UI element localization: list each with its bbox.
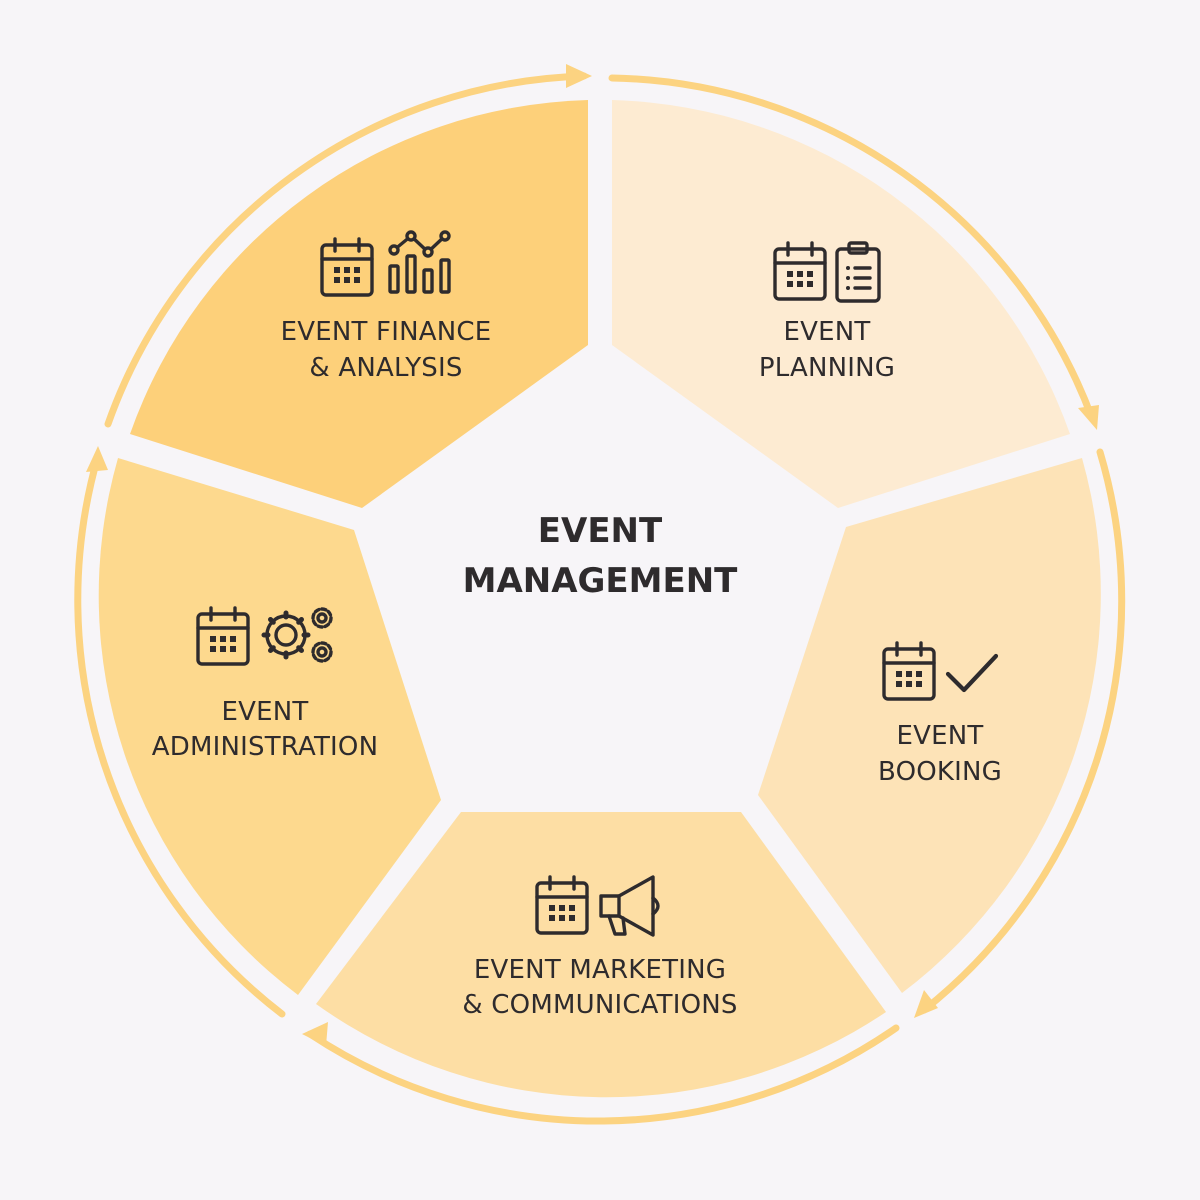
finance-label-line-1: EVENT FINANCE [281,317,492,347]
cycle-arrowhead-3 [302,1022,328,1046]
cycle-arc-3 [306,1024,900,1125]
booking-label-line-2: BOOKING [878,757,1002,787]
cycle-arrowhead-2 [914,990,938,1018]
marketing-label-line-2: & COMMUNICATIONS [462,990,737,1020]
segment-event-planning[interactable] [612,100,1070,508]
segment-event-administration[interactable] [98,458,442,995]
cycle-arrowhead-4 [86,446,108,472]
segment-event-finance-analysis[interactable] [130,100,588,508]
administration-label-line-1: EVENT [222,697,309,727]
cycle-arrowhead-5 [566,64,592,88]
finance-label-line-2: & ANALYSIS [309,353,462,383]
center-title-line-1: EVENT [538,511,663,551]
cycle-arc-1 [608,74,1096,422]
cycle-arc-5 [104,72,588,428]
cycle-arc-4 [74,452,286,1018]
segment-event-marketing-communications[interactable] [316,812,886,1098]
segments [98,100,1101,1098]
planning-label-line-2: PLANNING [759,353,895,383]
administration-label-line-2: ADMINISTRATION [152,732,378,762]
booking-label-line-1: EVENT [897,721,984,751]
center-title-line-2: MANAGEMENT [463,561,739,601]
segment-event-booking[interactable] [758,458,1101,993]
planning-label-line-1: EVENT [784,317,871,347]
cycle-arc-2 [920,448,1126,1014]
cycle-arrows [74,64,1126,1125]
marketing-label-line-1: EVENT MARKETING [474,955,726,985]
cycle-arrowhead-1 [1078,405,1099,430]
